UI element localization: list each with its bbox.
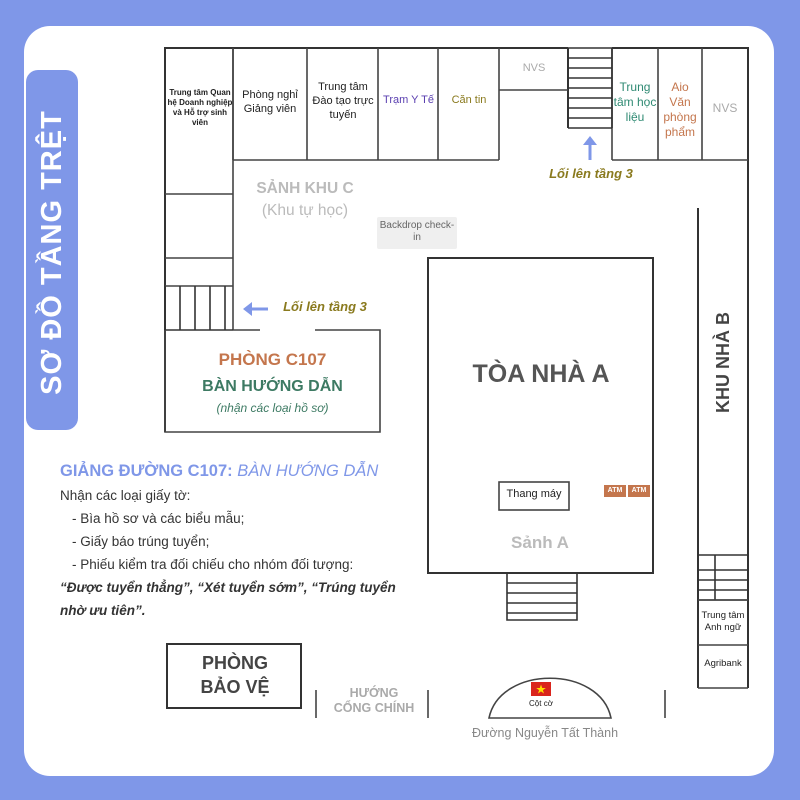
hall-c-sub: (Khu tự học) <box>261 202 349 219</box>
info-heading-text: GIẢNG ĐƯỜNG C107: <box>60 462 233 480</box>
hall-a-label: Sảnh A <box>511 533 569 552</box>
left-column <box>165 48 234 330</box>
security-room-outline <box>166 643 302 709</box>
gate-direction-label: HƯỚNG CỔNG CHÍNH <box>333 686 415 715</box>
building-a-outline <box>427 257 654 574</box>
info-panel: GIẢNG ĐƯỜNG C107: BÀN HƯỚNG DẪN Nhận các… <box>60 460 420 622</box>
hall-c-label: SẢNH KHU C <box>256 180 354 197</box>
backdrop-label: Backdrop check-in <box>377 217 457 249</box>
bottom-lines <box>315 677 666 719</box>
building-b-label: KHU NHÀ B <box>712 311 733 413</box>
room-student-support: Trung tâm Quan hệ Doanh nghiệp và Hỗ trợ… <box>167 88 233 127</box>
room-learning-center: Trung tâm học liệu <box>613 80 657 124</box>
security-room-label: PHÒNG BẢO VỆ <box>200 653 270 697</box>
building-b-rooms <box>698 599 748 689</box>
room-restroom-2: NVS <box>712 101 738 115</box>
info-item: - Bìa hồ sơ và các biểu mẫu; <box>72 511 245 526</box>
info-categories-text: “Được tuyển thẳng”, “Xét tuyển sớm”, “Tr… <box>60 580 396 618</box>
stairs-label-right: Lối lên tầng 3 <box>549 166 633 181</box>
page-title: SƠ ĐỒ TẦNG TRỆT <box>35 109 68 395</box>
room-online-training: Trung tâm Đào tạo trực tuyến <box>312 81 374 121</box>
atm-1: ATM <box>604 485 626 497</box>
title-tab <box>26 70 78 430</box>
room-medical: Trạm Y Tế <box>383 94 434 106</box>
info-item: - Giấy báo trúng tuyển; <box>72 534 210 549</box>
building-a-label: TÒA NHÀ A <box>472 360 610 388</box>
info-heading: GIẢNG ĐƯỜNG C107: BÀN HƯỚNG DẪN <box>60 460 420 483</box>
street-label: Đường Nguyễn Tất Thành <box>471 726 619 740</box>
room-restroom-1: NVS <box>522 62 546 74</box>
english-center-label: Trung tâm Anh ngữ <box>701 610 745 633</box>
stairs-left <box>164 286 233 331</box>
room-stationery: Aio Văn phòng phẩm <box>663 80 697 139</box>
room-lecturer-lounge: Phòng nghỉ Giảng viên <box>242 89 298 115</box>
arrow-up-icon <box>583 136 597 160</box>
vietnam-flag-icon <box>531 682 551 696</box>
room-c107-outline <box>164 329 381 433</box>
stairs-top <box>568 47 613 129</box>
info-heading-italic: BÀN HƯỚNG DẪN <box>237 462 379 480</box>
room-c107-label: PHÒNG C107 <box>218 350 327 369</box>
elevator-box <box>498 481 570 511</box>
stairs-label-left: Lối lên tầng 3 <box>283 299 367 314</box>
room-canteen: Căn tin <box>451 94 487 106</box>
help-desk-label: BÀN HƯỚNG DẪN <box>202 378 343 395</box>
building-b-label-wrap: KHU NHÀ B <box>700 262 746 462</box>
info-intro: Nhận các loại giấy tờ: <box>60 488 191 503</box>
stairs-right <box>698 554 748 601</box>
agribank-label: Agribank <box>704 658 742 669</box>
elevator-label: Thang máy <box>506 488 562 500</box>
atm-2: ATM <box>628 485 650 497</box>
info-item: - Phiếu kiểm tra đối chiếu cho nhóm đối … <box>72 557 354 572</box>
info-list: - Bìa hồ sơ và các biểu mẫu; - Giấy báo … <box>60 507 420 576</box>
arrow-left-icon <box>243 302 268 316</box>
stairs-bottom <box>506 573 578 621</box>
help-desk-sub: (nhận các loại hồ sơ) <box>216 401 329 415</box>
flagpole-label: Cột cờ <box>529 699 553 708</box>
info-categories: “Được tuyển thẳng”, “Xét tuyển sớm”, “Tr… <box>60 576 420 622</box>
map-card <box>24 26 774 776</box>
